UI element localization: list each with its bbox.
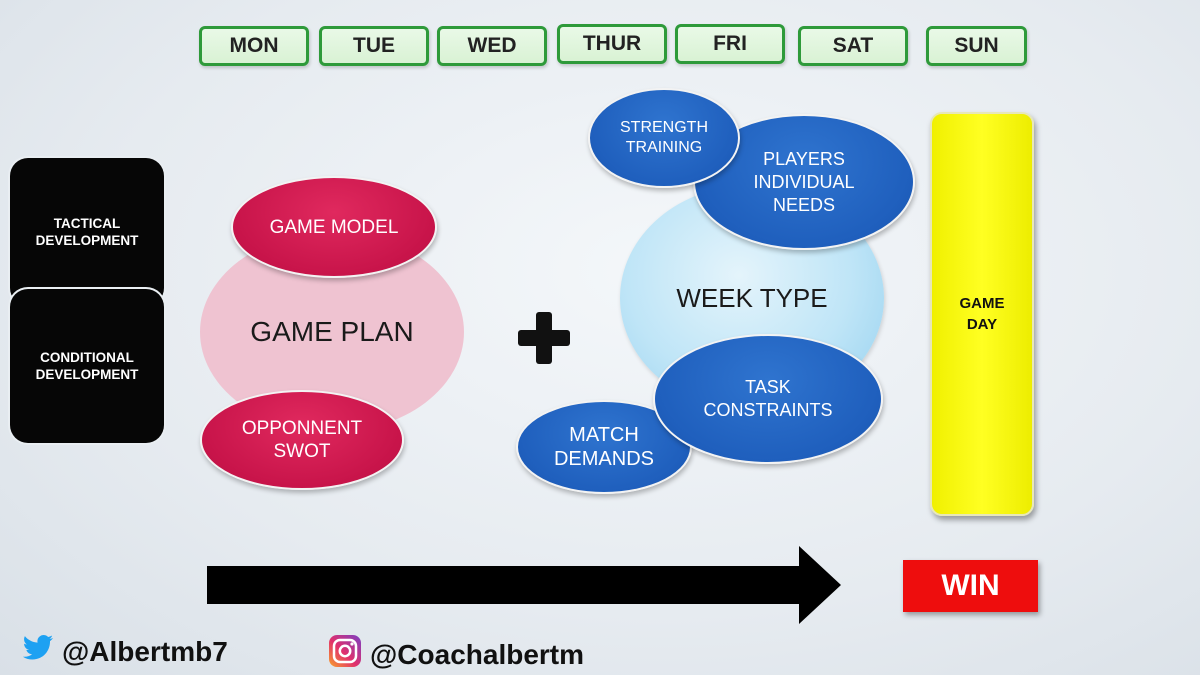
- conditional-development-box: CONDITIONAL DEVELOPMENT: [10, 289, 164, 443]
- arrow-right-icon: [205, 544, 845, 626]
- twitter-handle: @Albertmb7: [22, 634, 228, 669]
- game-day-bar: GAME DAY: [930, 112, 1034, 516]
- twitter-bird-icon: [22, 634, 54, 669]
- opponent-swot-ellipse: OPPONNENT SWOT: [200, 390, 404, 490]
- day-tue: TUE: [319, 26, 429, 66]
- day-sun: SUN: [926, 26, 1027, 66]
- twitter-handle-text: @Albertmb7: [62, 635, 228, 667]
- instagram-handle: @Coachalbertm: [328, 634, 584, 675]
- instagram-icon: [328, 634, 362, 675]
- strength-training-ellipse: STRENGTH TRAINING: [588, 88, 740, 188]
- plus-icon: [516, 310, 572, 366]
- day-mon: MON: [199, 26, 309, 66]
- game-model-ellipse: GAME MODEL: [231, 176, 437, 278]
- instagram-handle-text: @Coachalbertm: [370, 638, 585, 670]
- day-fri: FRI: [675, 24, 785, 64]
- task-constraints-ellipse: TASK CONSTRAINTS: [653, 334, 883, 464]
- day-sat: SAT: [798, 26, 908, 66]
- day-thur: THUR: [557, 24, 667, 64]
- day-wed: WED: [437, 26, 547, 66]
- tactical-development-box: TACTICAL DEVELOPMENT: [10, 158, 164, 306]
- win-badge: WIN: [903, 560, 1038, 612]
